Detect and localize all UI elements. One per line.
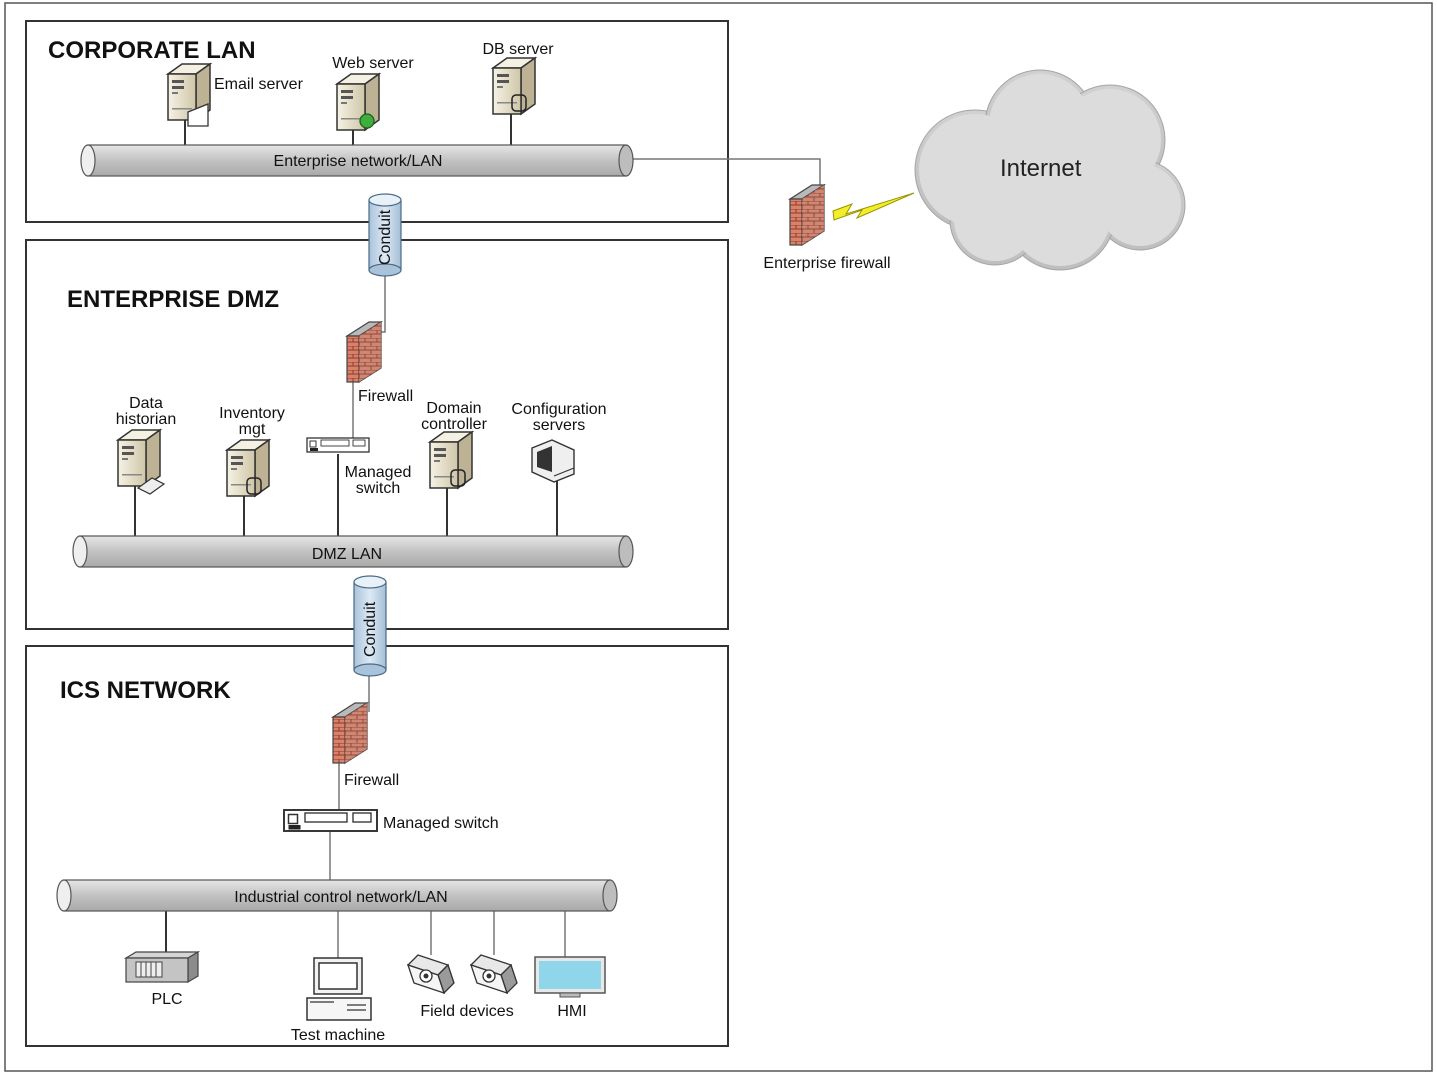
ics-switch-label: Managed switch — [383, 815, 499, 832]
internet-label: Internet — [1000, 155, 1082, 182]
plc: PLC — [123, 950, 201, 1008]
dmz-lan-label: DMZ LAN — [312, 546, 382, 563]
ics-network-border — [25, 645, 729, 1047]
dmz-switch-icon — [306, 437, 370, 453]
web-status-dot-icon — [359, 113, 375, 129]
dmz-firewall: Firewall — [346, 321, 413, 405]
data-historian: Data historian — [116, 395, 176, 495]
test-machine-label: Test machine — [291, 1027, 385, 1044]
config-servers-label-1: Configuration — [511, 401, 606, 418]
ics-firewall: Firewall — [332, 702, 399, 789]
keyboard-icon — [136, 477, 166, 495]
dmz-switch-label-1: Managed — [345, 464, 412, 481]
enterprise-dmz-title: ENTERPRISE DMZ — [67, 286, 279, 313]
hmi: HMI — [534, 956, 606, 1020]
data-historian-icon — [117, 429, 161, 487]
enterprise-firewall: Enterprise firewall — [763, 184, 915, 272]
ics-switch: Managed switch — [283, 809, 499, 832]
web-server-label: Web server — [332, 55, 414, 72]
ics-network-title: ICS NETWORK — [60, 677, 231, 704]
domain-db-icon — [450, 469, 466, 487]
outer-frame — [4, 2, 1433, 1072]
inventory-label-2: mgt — [239, 421, 266, 438]
data-historian-label-2: historian — [116, 411, 176, 428]
db-server-icon — [492, 57, 536, 115]
enterprise-firewall-label: Enterprise firewall — [763, 255, 890, 272]
inventory-db-icon — [246, 477, 262, 495]
plc-label: PLC — [151, 991, 182, 1008]
computer-icon — [306, 957, 372, 1021]
ics-switch-icon — [283, 809, 378, 832]
dmz-switch-label-2: switch — [356, 480, 400, 497]
ics-network-zone: ICS NETWORK — [25, 645, 729, 1047]
ics-firewall-label: Firewall — [344, 772, 399, 789]
field-devices: Field devices — [407, 954, 518, 1020]
ics-lan-label: Industrial control network/LAN — [234, 889, 447, 906]
configuration-servers: Configuration servers — [511, 401, 607, 483]
monitor-icon — [531, 439, 575, 483]
email-server: Email server — [167, 63, 304, 127]
inventory-server-icon — [226, 439, 270, 497]
corporate-lan-title: CORPORATE LAN — [48, 37, 256, 64]
lightning-bolt-icon — [832, 192, 915, 221]
plc-icon — [123, 950, 201, 984]
data-historian-label-1: Data — [129, 395, 163, 412]
dmz-firewall-label: Firewall — [358, 388, 413, 405]
db-server: DB server — [482, 41, 554, 115]
corporate-lan-zone: CORPORATE LAN — [25, 20, 729, 223]
hmi-screen-icon — [534, 956, 606, 998]
conduit-lower-label: Conduit — [362, 601, 379, 657]
corporate-lan-border — [25, 20, 729, 223]
internet-uplink-wire — [626, 158, 821, 186]
email-envelope-icon — [187, 103, 209, 127]
enterprise-firewall-icon — [789, 184, 825, 246]
email-server-label: Email server — [214, 76, 304, 93]
ics-lan-pipe: Industrial control network/LAN — [56, 879, 618, 912]
db-server-label: DB server — [482, 41, 554, 58]
db-cylinder-icon — [511, 94, 527, 112]
config-servers-label-2: servers — [533, 417, 585, 434]
domain-controller-label-1: Domain — [426, 400, 481, 417]
enterprise-lan-pipe: Enterprise network/LAN — [80, 144, 634, 177]
internet-cloud: Internet — [914, 69, 1186, 271]
web-server: Web server — [332, 55, 414, 131]
conduit-lower: Conduit — [353, 575, 387, 677]
field-devices-label: Field devices — [420, 1003, 513, 1020]
enterprise-lan-label: Enterprise network/LAN — [274, 153, 443, 170]
inventory-mgt: Inventory mgt — [219, 405, 285, 497]
domain-controller: Domain controller — [421, 400, 488, 489]
dmz-lan-pipe: DMZ LAN — [72, 535, 634, 568]
conduit-upper-label: Conduit — [377, 209, 394, 265]
dmz-switch: Managed switch — [306, 437, 412, 497]
domain-controller-label-2: controller — [421, 416, 487, 433]
inventory-label-1: Inventory — [219, 405, 285, 422]
conduit-upper: Conduit — [368, 193, 402, 277]
test-machine: Test machine — [291, 957, 385, 1044]
hmi-label: HMI — [557, 1003, 586, 1020]
